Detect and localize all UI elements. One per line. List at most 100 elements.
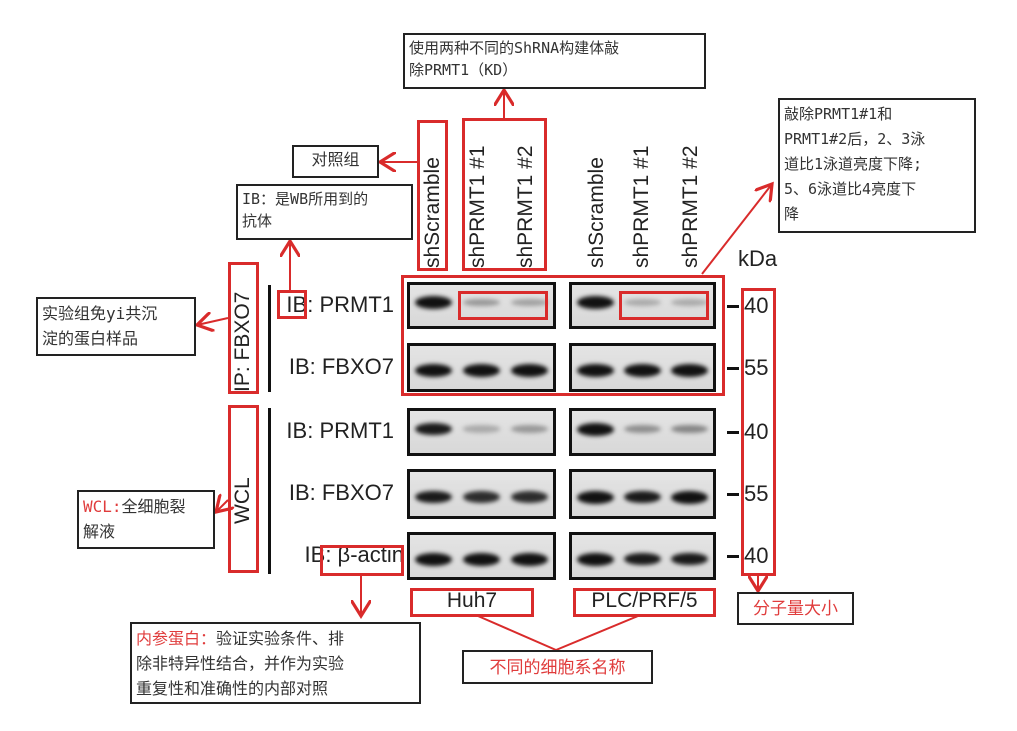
wcl-note: WCL:全细胞裂 解液 — [77, 490, 215, 549]
mw-tick — [727, 304, 739, 308]
control-lane-highlight — [417, 120, 448, 271]
antibody-name: PRMT1 — [319, 291, 394, 317]
protein-band — [624, 424, 661, 434]
protein-band — [415, 422, 453, 436]
arrow-ip-to-note — [197, 318, 229, 325]
cell-line-huh7: Huh7 — [446, 589, 498, 612]
mw-tick — [727, 431, 739, 434]
lane-label-plc-1: shScramble — [585, 157, 609, 268]
wcl-separator: : — [111, 497, 122, 516]
ib-prefix: IB: — [288, 480, 322, 505]
blot-panel-plc — [569, 408, 716, 456]
ib-row-label: IB: FBXO7 — [289, 354, 394, 380]
wcl-term: WCL — [83, 497, 112, 516]
mw-marker-label: 40 — [744, 292, 769, 318]
protein-band — [510, 425, 548, 433]
protein-band — [462, 425, 501, 433]
protein-band — [577, 490, 614, 504]
beta-actin-highlight — [320, 545, 404, 576]
cell-line-note: 不同的细胞系名称 — [462, 650, 653, 684]
protein-band — [624, 552, 661, 566]
protein-band — [462, 491, 501, 503]
protein-band — [510, 298, 548, 307]
lane-label-text: shPRMT1 #1 — [630, 145, 653, 268]
mw-marker-label: 40 — [744, 419, 769, 444]
mw-marker-label: 55 — [744, 354, 769, 380]
lane-label-plc-2: shPRMT1 #1 — [630, 145, 654, 268]
protein-band — [510, 552, 548, 566]
line-plc-to-note — [555, 615, 639, 651]
protein-band — [415, 552, 453, 566]
cell-line-plc: PLC/PRF/5 — [591, 589, 698, 612]
blot-panel-plc — [569, 282, 716, 329]
mw-tick — [727, 366, 739, 370]
knockdown-result-note: 敲除PRMT1#1和 PRMT1#2后，2、3泳 道比1泳道亮度下降; 5、6泳… — [778, 98, 976, 233]
wcl-desc: 全细胞裂 解液 — [83, 497, 186, 541]
ib-note: IB：是WB所用到的 抗体 — [236, 184, 413, 240]
arrow-wcl-to-note — [216, 500, 228, 512]
ib-prefix: IB: — [286, 291, 320, 317]
blot-panel-huh7 — [407, 343, 556, 392]
blot-panel-plc — [569, 469, 716, 519]
protein-band — [577, 552, 614, 566]
protein-band — [415, 296, 453, 309]
kda-label: kDa — [738, 246, 778, 271]
ib-prefix-highlight — [277, 290, 307, 319]
blot-panel-huh7 — [407, 408, 556, 456]
antibody-name: PRMT1 — [319, 418, 394, 443]
blot-panel-huh7 — [407, 532, 556, 580]
loading-control-term: 内参蛋白： — [136, 629, 217, 648]
shrna-note: 使用两种不同的ShRNA构建体敲 除PRMT1（KD） — [403, 33, 706, 89]
ip-group-bracket — [268, 285, 271, 392]
mw-tick — [727, 493, 739, 496]
blot-panel-huh7 — [407, 282, 556, 329]
ib-row-label: IB: FBXO7 — [289, 480, 394, 506]
protein-band — [624, 490, 661, 504]
blot-panel-plc — [569, 532, 716, 580]
knockdown-lanes-highlight — [462, 118, 547, 271]
protein-band — [462, 552, 501, 566]
ip-group-highlight — [228, 262, 259, 394]
blot-panel-plc — [569, 343, 716, 392]
line-huh7-to-note — [477, 615, 557, 651]
huh7-knockdown-bands-highlight — [458, 291, 548, 320]
huh7-highlight — [410, 588, 534, 617]
lane-label-text: shPRMT1 #2 — [679, 145, 702, 268]
protein-band — [462, 364, 501, 377]
ib-prefix: IB: — [288, 353, 322, 379]
antibody-name: FBXO7 — [321, 480, 394, 505]
protein-band — [415, 364, 453, 377]
mw-note: 分子量大小 — [737, 592, 854, 625]
protein-band — [624, 298, 661, 307]
loading-control-note: 内参蛋白：验证实验条件、排 除非特异性结合，并作为实验 重复性和准确性的内部对照 — [130, 622, 421, 704]
loading-control-desc: 验证实验条件、排 除非特异性结合，并作为实验 重复性和准确性的内部对照 — [136, 629, 345, 698]
ip-blots-highlight — [401, 275, 725, 396]
plc-highlight — [573, 588, 716, 617]
wcl-group-highlight — [228, 405, 259, 573]
protein-band — [671, 424, 708, 434]
ib-prefix: IB: — [286, 418, 320, 443]
protein-band — [577, 422, 614, 436]
protein-band — [671, 552, 708, 566]
plc-knockdown-bands-highlight — [619, 291, 709, 320]
protein-band — [510, 364, 548, 377]
ip-note: 实验组免yi共沉 淀的蛋白样品 — [36, 297, 196, 356]
protein-band — [671, 490, 708, 504]
mw-marker-label: 40 — [744, 543, 769, 568]
antibody-name: FBXO7 — [321, 353, 394, 379]
protein-band — [671, 298, 708, 307]
protein-band — [624, 364, 661, 377]
control-group-note: 对照组 — [292, 145, 379, 178]
protein-band — [671, 364, 708, 377]
protein-band — [462, 298, 501, 307]
lane-label-text: shScramble — [585, 157, 608, 268]
mw-tick — [727, 555, 739, 558]
protein-band — [415, 490, 453, 504]
protein-band — [577, 296, 614, 309]
protein-band — [510, 491, 548, 503]
mw-markers-highlight — [741, 288, 776, 576]
lane-label-plc-3: shPRMT1 #2 — [679, 145, 703, 268]
ib-row-label: IB: PRMT1 — [286, 292, 394, 318]
arrow-blot-to-result — [701, 184, 772, 275]
